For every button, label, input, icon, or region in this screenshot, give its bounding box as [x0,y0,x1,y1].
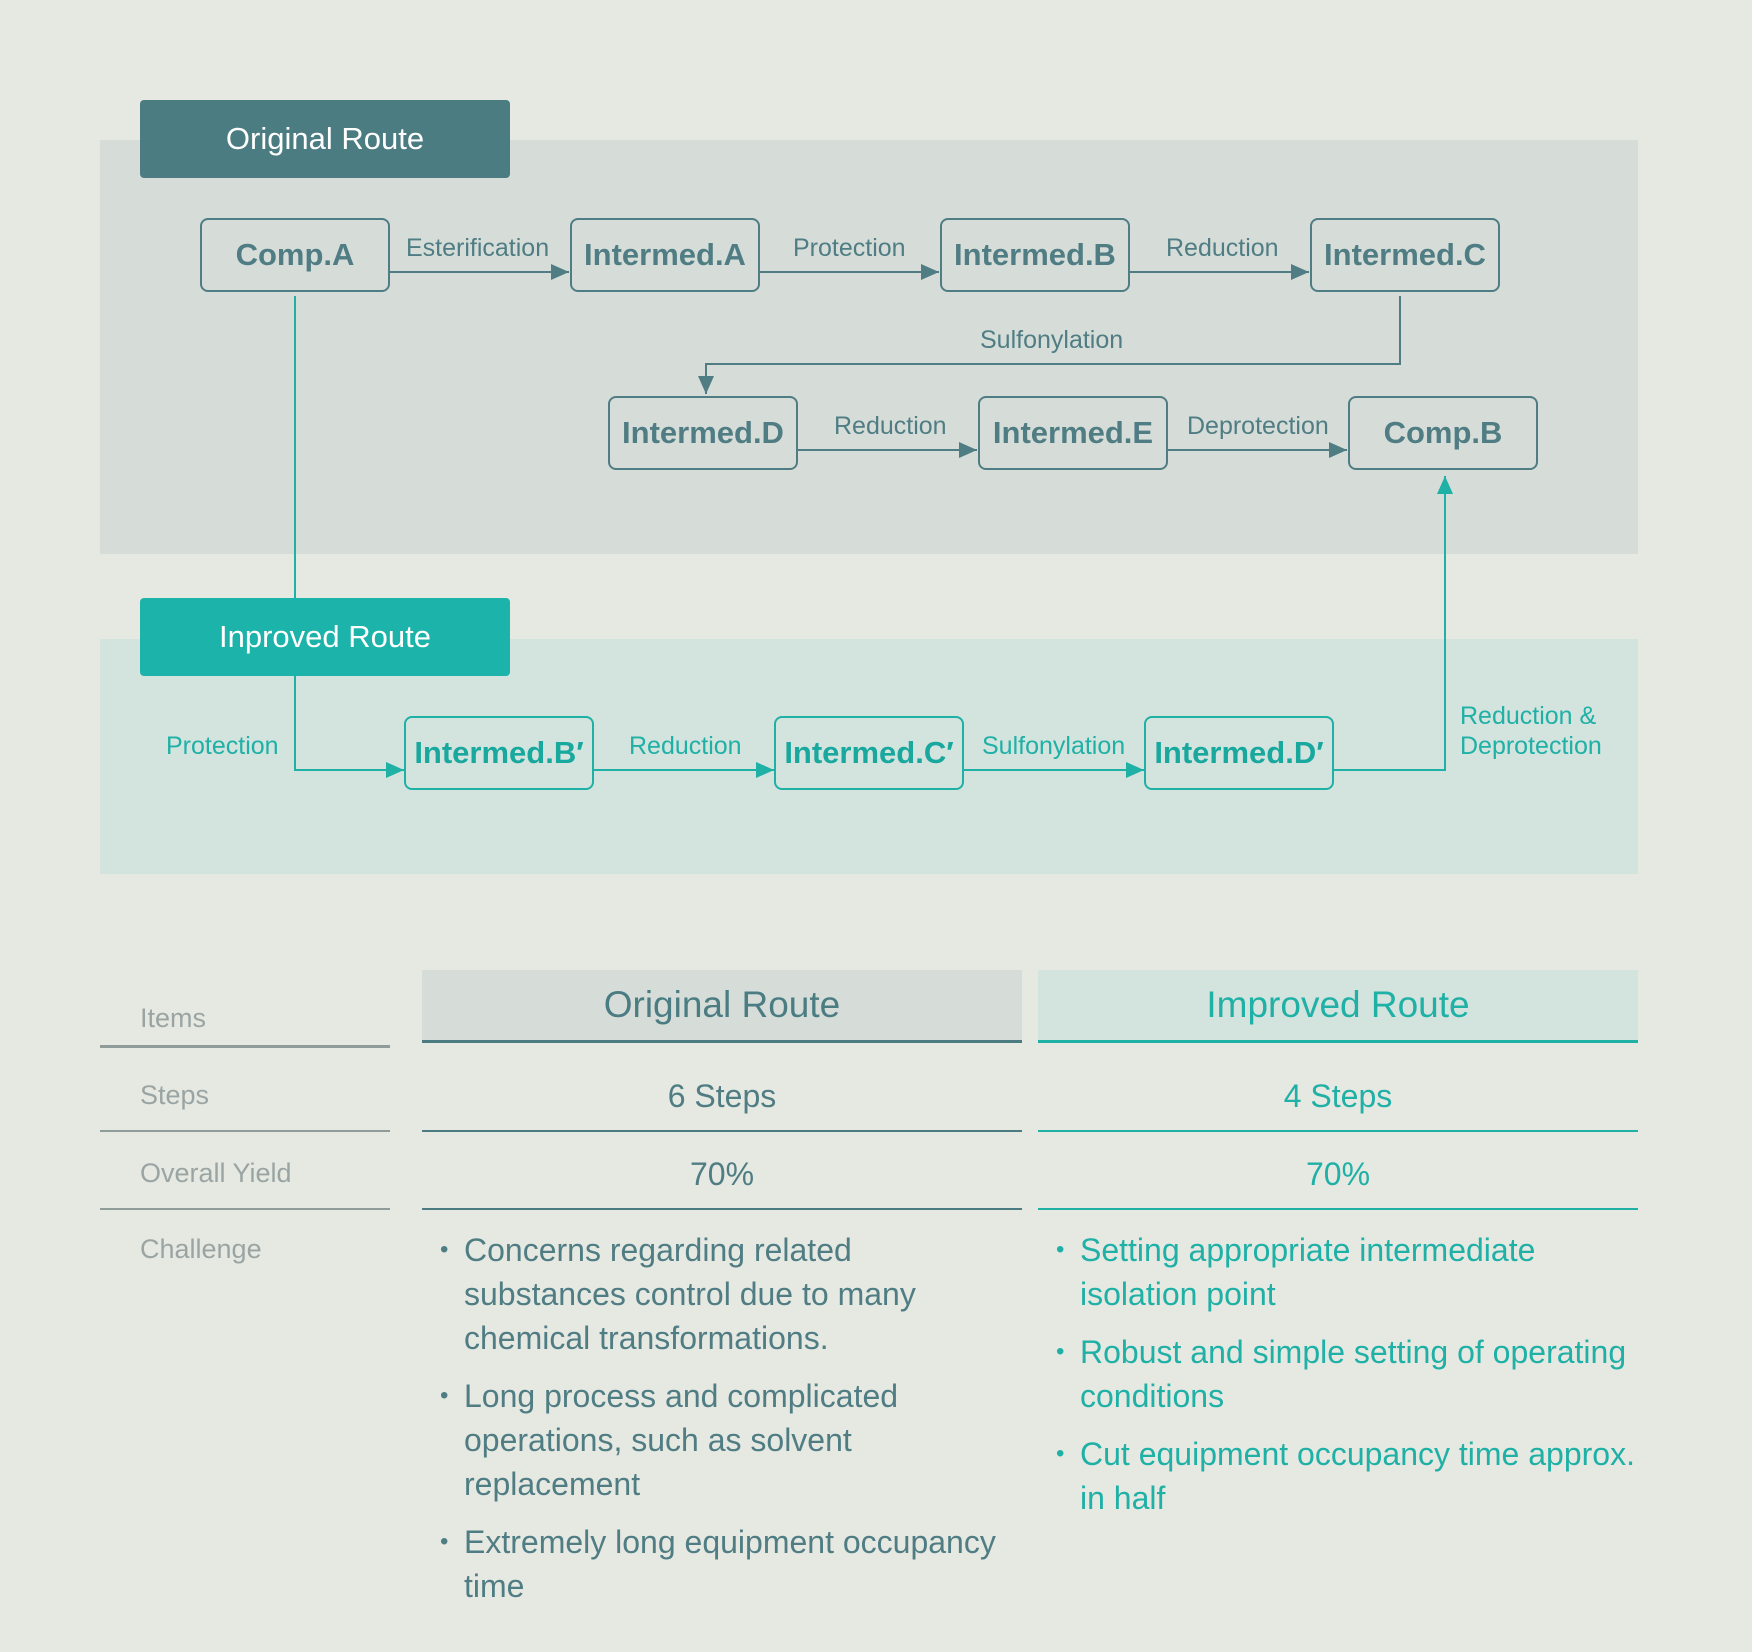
steps-original: 6 Steps [667,1078,777,1114]
table-header-items: Items [140,1003,207,1033]
arrow-protection-improved [294,676,404,778]
step-reduction-and: Reduction & [1460,702,1597,730]
arrow-sulfonylation [698,296,1401,394]
challenge-text: Extremely long equipment occupancy time [464,1524,996,1604]
node-comp-b: Comp.B [1348,396,1538,470]
improved-route-panel [100,639,1638,874]
node-intermed-b: Intermed.B [940,218,1130,292]
step-sulfonylation-improved: Sulfonylation [982,732,1126,760]
node-intermed-c-prime: Intermed.C′ [774,716,964,790]
list-item: •Extremely long equipment occupancy time [440,1524,996,1604]
node-intermed-d: Intermed.D [608,396,798,470]
challenges-improved: •Setting appropriate intermediate isolat… [1056,1228,1636,1534]
row-rule [100,1130,390,1132]
arrow-reduction-deprotection [1334,476,1453,771]
row-rule [422,1130,1022,1132]
node-intermed-e: Intermed.E [978,396,1168,470]
row-label-steps: Steps [140,1080,210,1110]
flow-connectors [294,264,1453,778]
row-rule [100,1208,390,1210]
original-route-tab: Original Route [140,100,510,178]
yield-improved: 70% [1305,1156,1371,1192]
original-route-panel [100,140,1638,554]
list-item: •Robust and simple setting of operating … [1056,1334,1627,1414]
step-protection: Protection [793,234,906,262]
node-intermed-d-prime: Intermed.D′ [1144,716,1334,790]
node-intermed-c: Intermed.C [1310,218,1500,292]
list-item: •Cut equipment occupancy time approx. in… [1056,1436,1635,1516]
original-route-tab-label: Original Route [225,121,425,156]
step-reduction-2: Reduction [834,412,947,440]
step-esterification: Esterification [406,234,550,262]
row-label-challenge: Challenge [140,1234,262,1264]
improved-route-tab-label: Inproved Route [219,619,431,654]
node-intermed-a: Intermed.A [570,218,760,292]
step-deprotection: Deprotection [1187,412,1329,440]
step-deprotection-improved: Deprotection [1460,732,1602,760]
node-intermed-b-prime: Intermed.B′ [404,716,594,790]
step-sulfonylation: Sulfonylation [980,326,1124,354]
list-item: •Concerns regarding related substances c… [440,1232,916,1356]
steps-improved: 4 Steps [1283,1078,1393,1114]
step-protection-improved: Protection [166,732,279,760]
challenge-text: Cut equipment occupancy time approx. in … [1080,1436,1635,1516]
row-label-yield: Overall Yield [140,1158,292,1188]
challenge-text: Robust and simple setting of operating c… [1080,1334,1627,1414]
row-rule [1038,1130,1638,1132]
challenge-text: Setting appropriate intermediate isolati… [1080,1232,1536,1312]
improved-route-tab: Inproved Route [140,598,510,676]
table-header-improved: Improved Route [1038,970,1638,1043]
step-reduction-improved: Reduction [629,732,742,760]
yield-original: 70% [689,1156,755,1192]
challenge-text: Concerns regarding related substances co… [464,1232,916,1356]
challenge-text: Long process and complicated operations,… [464,1378,899,1502]
step-reduction-1: Reduction [1166,234,1279,262]
items-rule [100,1045,390,1048]
list-item: •Setting appropriate intermediate isolat… [1056,1232,1536,1312]
list-item: •Long process and complicated operations… [440,1378,899,1502]
row-rule [1038,1208,1638,1210]
row-rule [422,1208,1022,1210]
challenges-original: •Concerns regarding related substances c… [440,1228,1015,1622]
node-comp-a: Comp.A [200,218,390,292]
table-header-original: Original Route [422,970,1022,1043]
